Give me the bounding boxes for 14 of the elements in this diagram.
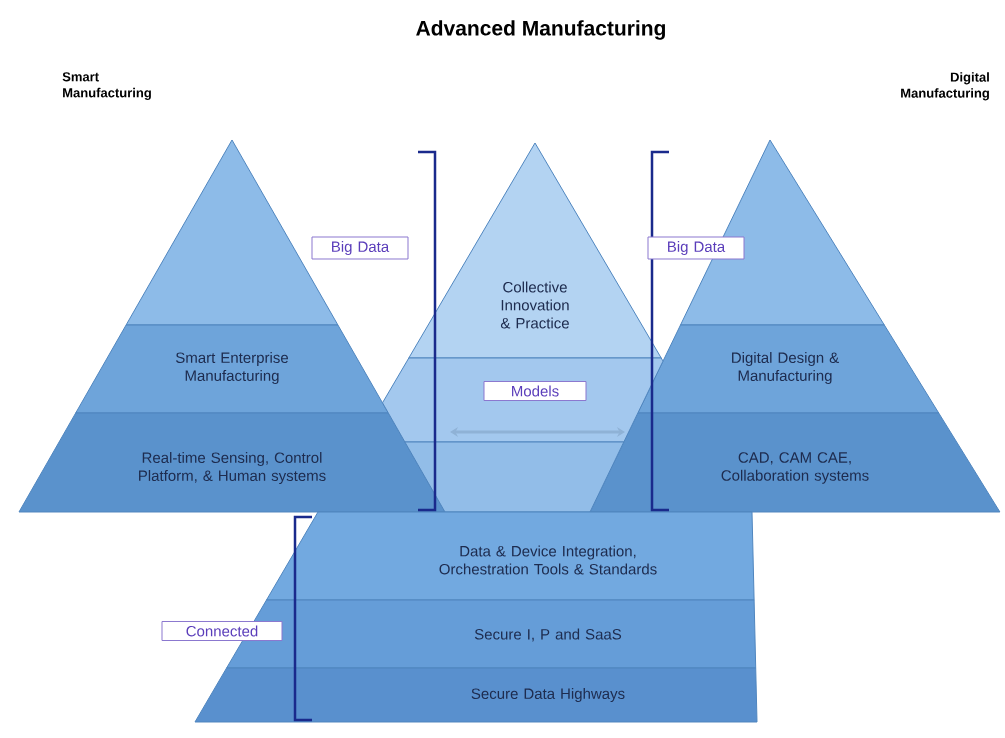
pyramid-layer: Collective Innovation & Practice: [408, 142, 662, 359]
pyramid-layer: Real-time Sensing, Control Platform, & Human systems: [18, 412, 446, 513]
pyramid-layer: Data & Device Integration, Orchestration Tools & Standards: [266, 511, 755, 601]
tag-box: Connected: [161, 621, 283, 641]
tag-box: Big Data: [311, 236, 409, 260]
pyramid-layer: Secure Data Highways: [194, 667, 758, 723]
heading: Digital Manufacturing: [901, 72, 989, 101]
title: Advanced Manufacturing: [416, 20, 665, 40]
pyramid-layer: Smart Enterprise Manufacturing: [75, 324, 389, 414]
pyramid-layer: Digital Design & Manufacturing: [637, 324, 940, 414]
tag-box: Big Data: [647, 236, 745, 260]
pyramid-layer: [404, 441, 625, 513]
heading: Smart Manufacturing: [62, 72, 151, 101]
pyramid-layer: CAD, CAM CAE, Collaboration systems: [589, 412, 1001, 513]
